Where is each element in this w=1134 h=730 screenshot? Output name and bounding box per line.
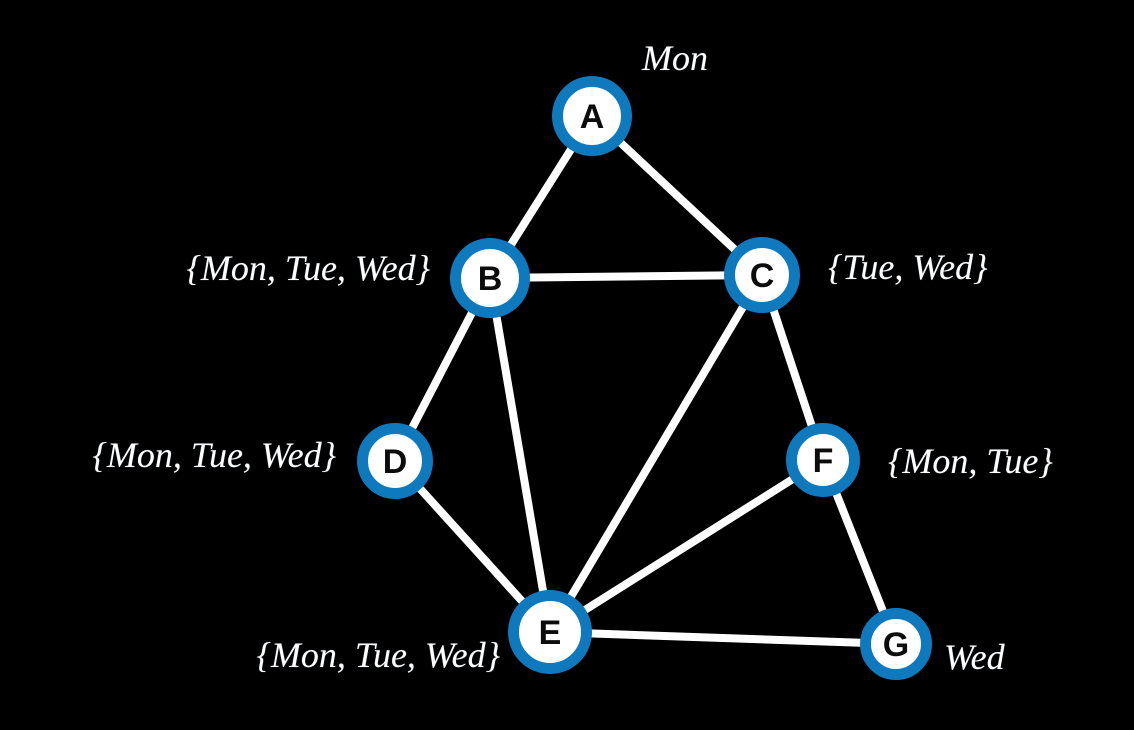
node-label-a: A bbox=[580, 98, 605, 136]
node-circle-f bbox=[786, 423, 860, 497]
edge-b-e bbox=[486, 274, 554, 636]
node-circle-c bbox=[724, 237, 800, 313]
domain-label-a: Mon bbox=[642, 38, 708, 78]
node-circle-e bbox=[508, 590, 592, 674]
node-label-c: C bbox=[750, 257, 775, 295]
domain-label-g: Wed bbox=[944, 637, 1005, 677]
node-circle-b bbox=[450, 238, 530, 318]
node-e[interactable]: E bbox=[508, 590, 592, 674]
edge-b-c bbox=[486, 271, 766, 282]
edge-e-f bbox=[546, 456, 827, 636]
node-f[interactable]: F bbox=[786, 423, 860, 497]
node-label-f: F bbox=[813, 442, 834, 480]
node-b[interactable]: B bbox=[450, 238, 530, 318]
node-g[interactable]: G bbox=[860, 608, 932, 680]
domain-label-c: {Tue, Wed} bbox=[828, 247, 988, 287]
node-label-b: B bbox=[478, 260, 503, 298]
node-d[interactable]: D bbox=[357, 423, 433, 499]
node-circle-a bbox=[552, 76, 632, 156]
domain-label-f: {Mon, Tue} bbox=[888, 441, 1053, 481]
edges-layer bbox=[391, 112, 900, 648]
node-label-d: D bbox=[383, 443, 408, 481]
nodes-layer: A B C D E F G bbox=[357, 76, 932, 680]
domain-label-d: {Mon, Tue, Wed} bbox=[92, 435, 336, 475]
edge-c-e bbox=[546, 271, 766, 636]
node-c[interactable]: C bbox=[724, 237, 800, 313]
node-a[interactable]: A bbox=[552, 76, 632, 156]
node-label-e: E bbox=[539, 614, 562, 652]
node-label-g: G bbox=[883, 626, 909, 664]
domain-label-b: {Mon, Tue, Wed} bbox=[186, 248, 430, 288]
node-circle-g bbox=[860, 608, 932, 680]
edge-e-g bbox=[546, 628, 900, 648]
node-circle-d bbox=[357, 423, 433, 499]
domain-label-e: {Mon, Tue, Wed} bbox=[256, 635, 500, 675]
